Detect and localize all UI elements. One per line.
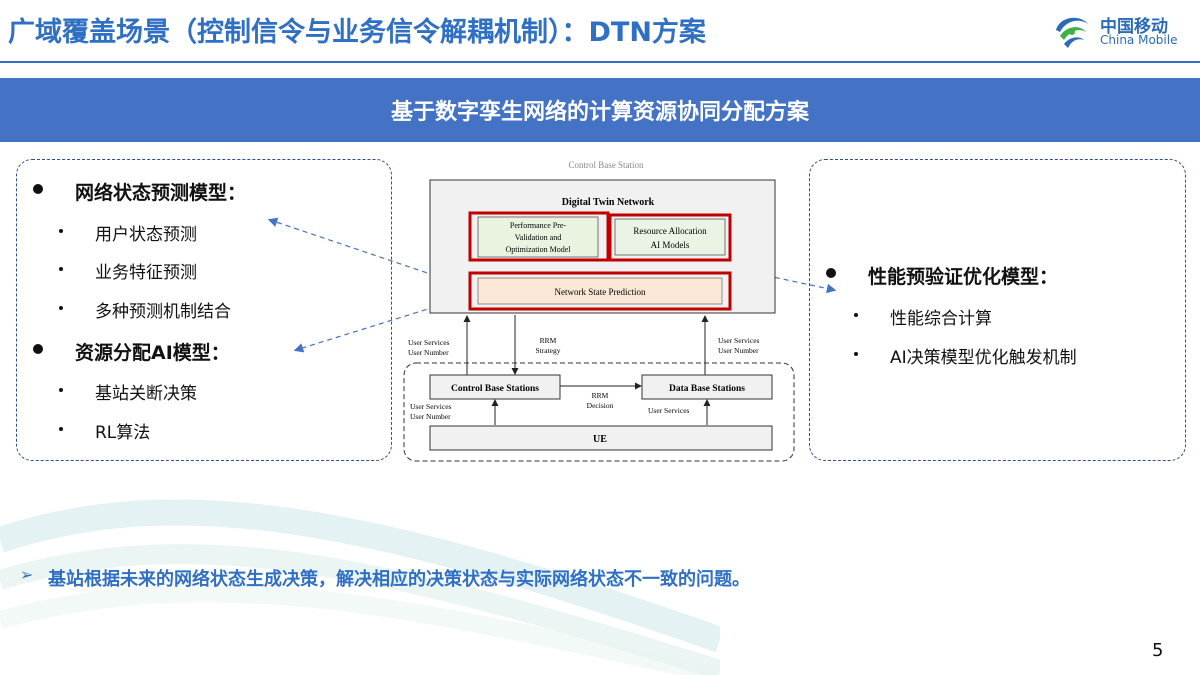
title-divider — [0, 61, 1200, 63]
resource-box-outline — [608, 213, 732, 262]
bullet-dot-icon — [33, 344, 43, 354]
china-mobile-logo-icon — [1056, 17, 1088, 48]
nsp-box-outline — [468, 271, 732, 311]
section-banner: 基于数字孪生网络的计算资源协同分配方案 — [0, 78, 1200, 142]
perf-box-line1: Performance Pre- — [510, 221, 567, 230]
list-item: 基站关断决策 — [59, 379, 197, 404]
list-item: AI决策模型优化触发机制 — [854, 343, 1077, 368]
resource-box-line1: Resource Allocation — [633, 226, 707, 236]
arrow-bullet-icon: ➢ — [20, 565, 34, 584]
rrm-strategy-line2: Strategy — [536, 346, 561, 355]
resource-box — [614, 218, 726, 256]
list-item: RL算法 — [59, 418, 150, 443]
bullet-dot-icon — [59, 388, 63, 392]
base-stations-container — [403, 362, 795, 462]
nsp-box-label: Network State Prediction — [555, 287, 646, 297]
decorative-wave-background — [0, 499, 720, 675]
cbs-box — [429, 374, 561, 400]
bullet-dot-icon — [59, 427, 63, 431]
bullet-dot-icon — [33, 184, 43, 194]
perf-box-line2: Validation and — [515, 233, 561, 242]
slide-title: 广域覆盖场景（控制信令与业务信令解耦机制）：DTN方案 — [8, 17, 706, 48]
digital-twin-label: Digital Twin Network — [562, 197, 655, 208]
control-base-station-label: Control Base Station — [569, 160, 644, 170]
bullet-dot-icon — [59, 229, 63, 233]
nsp-box — [477, 277, 723, 305]
left-panel: 网络状态预测模型： 用户状态预测 业务特征预测 多种预测机制结合 资源分配AI模… — [16, 159, 392, 461]
bullet-dot-icon — [59, 306, 63, 310]
rrm-decision-line1: RRM — [592, 391, 609, 400]
dtn-architecture-diagram: Control Base Station Digital Twin Networ… — [400, 155, 800, 465]
resource-box-line2: AI Models — [651, 240, 690, 250]
bullet-dot-icon — [854, 352, 858, 356]
heading-performance-model: 性能预验证优化模型： — [826, 262, 1058, 289]
dbs-box-label: Data Base Stations — [669, 384, 745, 394]
right-panel: 性能预验证优化模型： 性能综合计算 AI决策模型优化触发机制 — [809, 159, 1186, 461]
lower-right-label: User Services — [648, 406, 690, 415]
list-item: 多种预测机制结合 — [59, 297, 231, 322]
list-item: 业务特征预测 — [59, 258, 197, 283]
logo-text-cn: 中国移动 — [1100, 17, 1168, 37]
right-input-line1: User Services — [718, 336, 760, 345]
cbs-box-label: Control Base Stations — [451, 384, 539, 394]
perf-box-outline — [468, 211, 610, 262]
ue-box-label: UE — [593, 434, 607, 445]
bullet-dot-icon — [826, 268, 836, 278]
logo-text-en: China Mobile — [1100, 33, 1178, 47]
left-input-line1: User Services — [408, 338, 450, 347]
heading-resource-ai-model: 资源分配AI模型： — [33, 338, 230, 365]
bullet-dot-icon — [854, 313, 858, 317]
lower-left-line2: User Number — [410, 412, 451, 421]
dbs-box — [641, 374, 773, 400]
conclusion-text: ➢ 基站根据未来的网络状态生成决策，解决相应的决策状态与实际网络状态不一致的问题… — [20, 565, 750, 590]
lower-left-line1: User Services — [410, 402, 452, 411]
right-input-line2: User Number — [718, 346, 759, 355]
bullet-dot-icon — [59, 267, 63, 271]
list-item: 性能综合计算 — [854, 304, 992, 329]
list-item: 用户状态预测 — [59, 220, 197, 245]
perf-box-line3: Optimization Model — [505, 245, 571, 254]
brand-logo: 中国移动 China Mobile — [1050, 10, 1190, 54]
rrm-decision-line2: Decision — [587, 401, 614, 410]
diagram-canvas: Control Base Station Digital Twin Networ… — [403, 160, 795, 462]
perf-box — [477, 216, 599, 258]
ue-box — [429, 425, 773, 451]
page-number: 5 — [1152, 640, 1164, 661]
rrm-strategy-line1: RRM — [540, 336, 557, 345]
heading-network-state-model: 网络状态预测模型： — [33, 178, 246, 205]
left-input-line2: User Number — [408, 348, 449, 357]
